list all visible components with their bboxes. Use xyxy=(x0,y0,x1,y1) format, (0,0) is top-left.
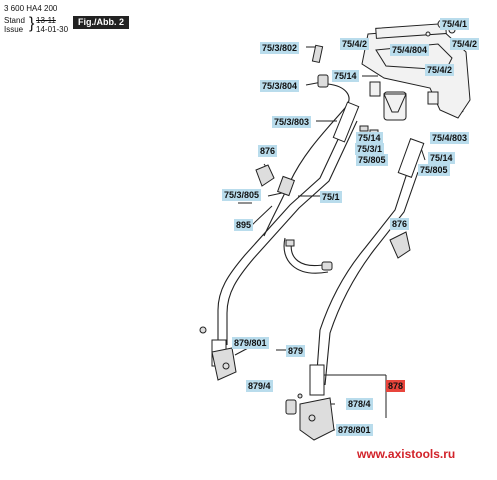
callout-75-4-804: 75/4/804 xyxy=(390,44,430,56)
callout-75-4-2-b: 75/4/2 xyxy=(450,38,480,50)
stand-value: 13-11 xyxy=(36,16,56,25)
figure-tag: Fig./Abb. 2 xyxy=(73,16,129,29)
callout-879: 879 xyxy=(286,345,306,357)
callout-75-3-803: 75/3/803 xyxy=(272,116,312,128)
callout-75-4-2-c: 75/4/2 xyxy=(425,64,455,76)
callout-895: 895 xyxy=(234,219,254,231)
callout-75-14-b: 75/14 xyxy=(356,132,383,144)
issue-label: Issue xyxy=(4,25,24,34)
callout-75-805-b: 75/805 xyxy=(418,164,450,176)
callout-75-4-2-a: 75/4/2 xyxy=(340,38,370,50)
callout-75-3-1: 75/3/1 xyxy=(355,143,385,155)
callout-75-14-a: 75/14 xyxy=(332,70,359,82)
callout-878: 878 xyxy=(386,380,406,392)
header-brace: } xyxy=(29,15,35,32)
watermark-link[interactable]: www.axistools.ru xyxy=(357,447,456,461)
issue-value: 14-01-30 xyxy=(36,25,69,34)
stand-label: Stand xyxy=(4,16,25,25)
callout-879-801: 879/801 xyxy=(232,337,269,349)
callout-75-1: 75/1 xyxy=(320,191,342,203)
callout-75-4-1: 75/4/1 xyxy=(440,18,470,30)
callout-878-801: 878/801 xyxy=(336,424,373,436)
callout-876-b: 876 xyxy=(390,218,410,230)
callout-75-3-802: 75/3/802 xyxy=(260,42,300,54)
callout-876-a: 876 xyxy=(258,145,278,157)
callout-879-4: 879/4 xyxy=(246,380,273,392)
part-number: 3 600 HA4 200 xyxy=(4,4,58,13)
callout-75-4-803: 75/4/803 xyxy=(430,132,470,144)
callout-878-4: 878/4 xyxy=(346,398,373,410)
callout-75-3-804: 75/3/804 xyxy=(260,80,300,92)
callout-75-805-a: 75/805 xyxy=(356,154,388,166)
callout-75-14-c: 75/14 xyxy=(428,152,455,164)
callout-75-3-805: 75/3/805 xyxy=(222,189,262,201)
